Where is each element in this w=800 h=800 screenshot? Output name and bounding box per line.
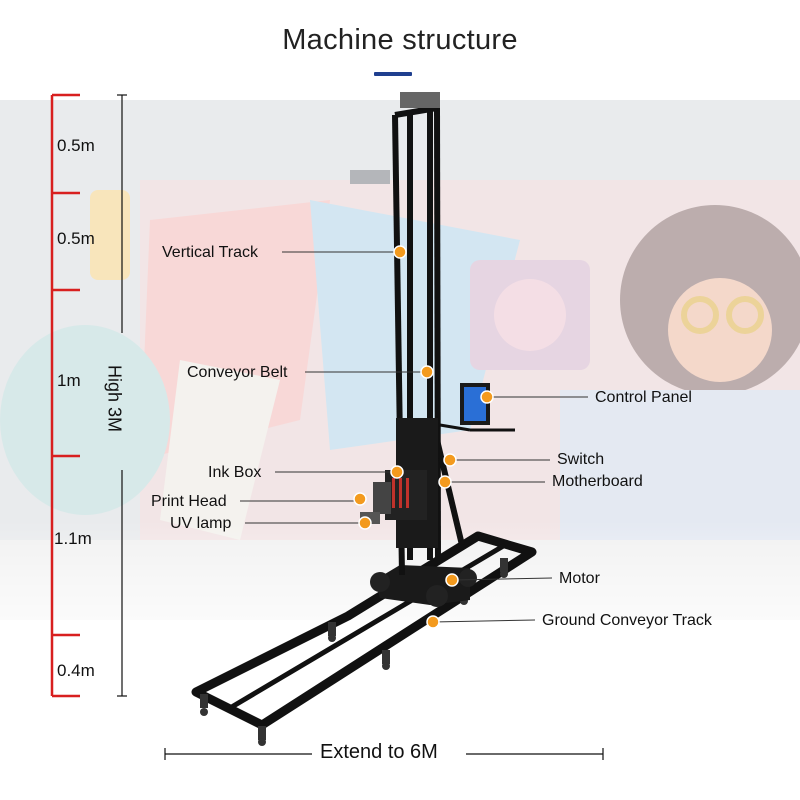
callout-ground-conveyor-track: Ground Conveyor Track (542, 612, 712, 629)
conveyor-belt-marker (420, 365, 434, 379)
vertical-track-marker (393, 245, 407, 259)
print-head-marker (353, 492, 367, 506)
callout-motor: Motor (559, 570, 600, 587)
callout-print-head: Print Head (151, 493, 227, 510)
carriage-base (370, 565, 477, 607)
uv-lamp-marker (358, 516, 372, 530)
title-underline (374, 72, 412, 76)
callout-control-panel: Control Panel (595, 389, 692, 406)
print-carriage (360, 418, 438, 548)
ink-box-marker (390, 465, 404, 479)
segment-label: 0.5m (57, 229, 95, 248)
callout-ink-box: Ink Box (208, 464, 262, 481)
switch-marker (443, 453, 457, 467)
ground-track-marker (426, 615, 440, 629)
width-label: Extend to 6M (320, 741, 438, 763)
motherboard-marker (438, 475, 452, 489)
page-title: Machine structure (282, 24, 518, 56)
callout-switch: Switch (557, 451, 605, 468)
control-panel-marker (480, 390, 494, 404)
callout-motherboard: Motherboard (552, 473, 643, 490)
callout-conveyor-belt: Conveyor Belt (187, 364, 288, 381)
segment-label: 0.5m (57, 136, 95, 155)
segment-label: 1m (57, 371, 81, 390)
mast-top-cap (400, 92, 440, 108)
callout-uv-lamp: UV lamp (170, 515, 232, 532)
callout-vertical-track: Vertical Track (162, 244, 259, 261)
motor-marker (445, 573, 459, 587)
segment-label: 1.1m (54, 529, 92, 548)
segment-label: 0.4m (57, 661, 95, 680)
